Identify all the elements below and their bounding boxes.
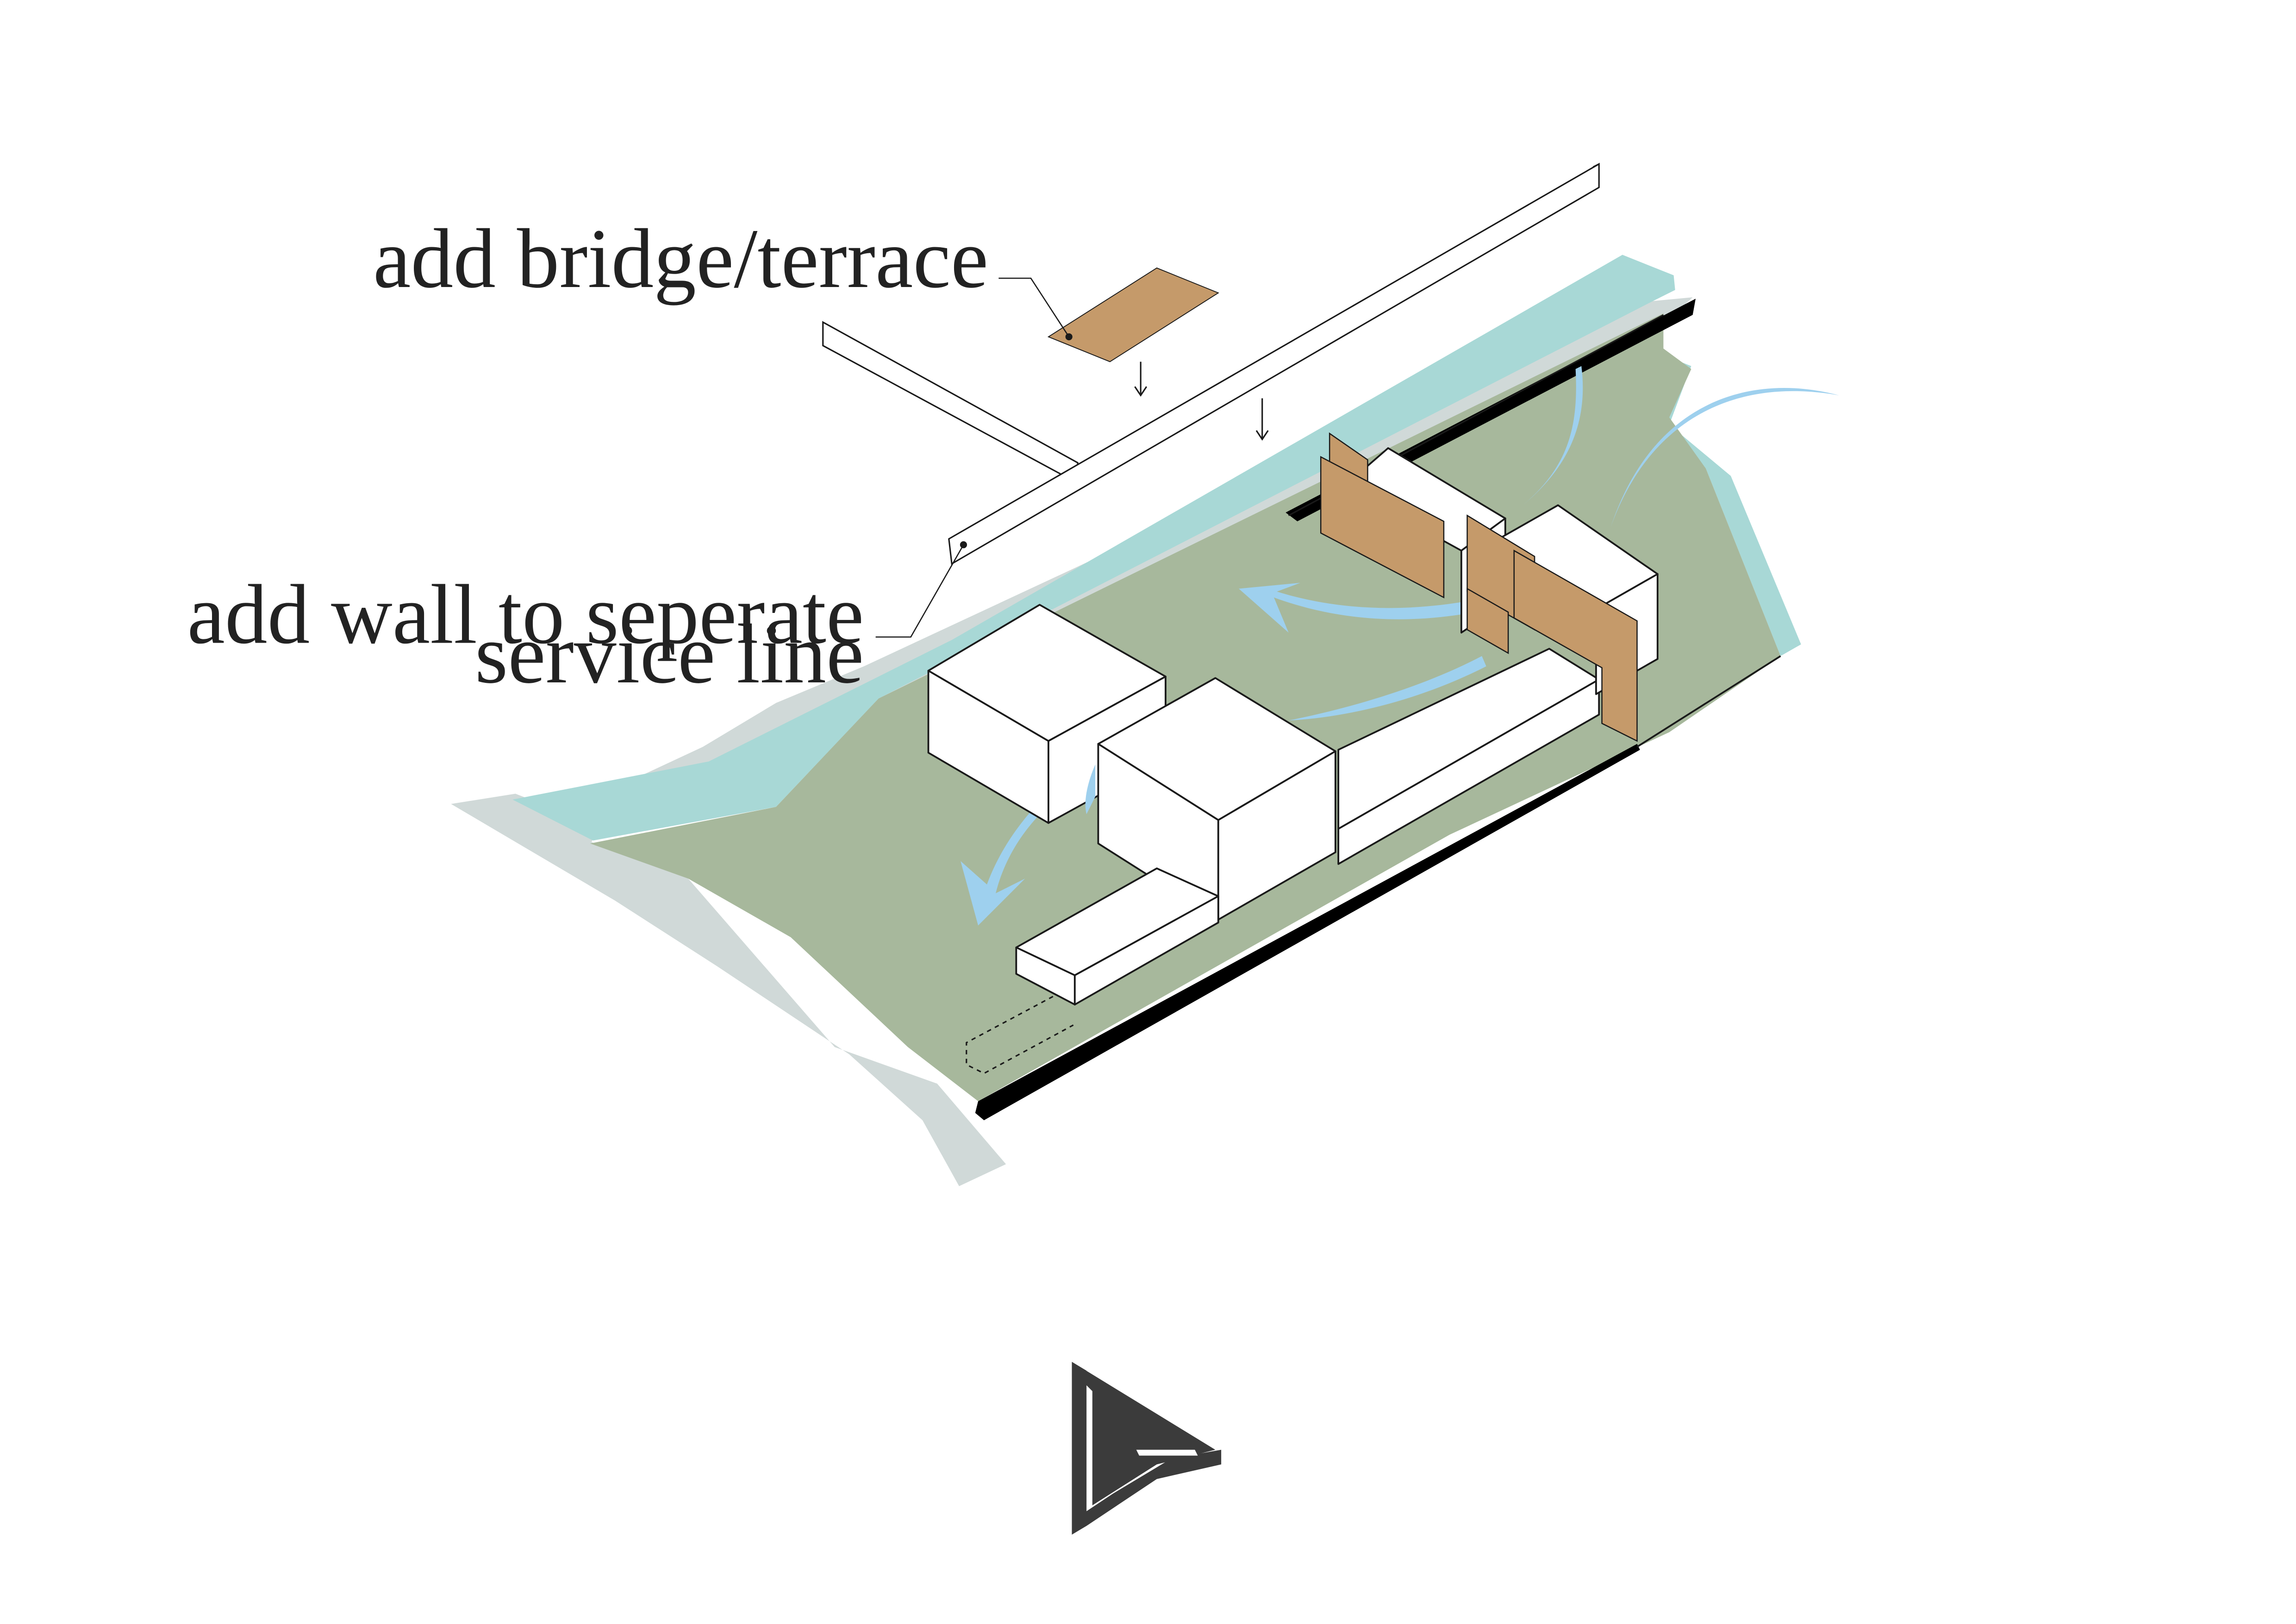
timber-wall [1513,550,1638,742]
airflow-arrow-icon [1085,764,1096,814]
water-canal [512,255,1675,841]
label-wall-line2: service line [475,607,864,701]
long-bar-volume [1337,648,1600,865]
airflow-arrow-icon [961,750,1113,926]
down-arrow-icon [1255,398,1269,441]
leader-line-bridge [998,277,1070,337]
timber-wall [1320,456,1445,599]
bridge-terrace-plate [1047,267,1219,362]
timber-wall [1466,587,1509,654]
water-canal-right [1646,351,1801,656]
exploded-service-wall [822,162,1600,565]
street-pavement [451,297,1693,1187]
label-bridge-terrace: add bridge/terrace [373,212,988,306]
down-arrow-icon [1134,362,1148,397]
logo-mark [1072,1362,1222,1535]
label-wall-line1: add wall to seperate [187,568,864,662]
down-arrows [1134,362,1269,441]
cube-right [1097,677,1336,921]
airflow-arrow-icon [1522,366,1583,506]
site-edge-right [1636,655,1781,748]
low-bar-volume [1015,867,1219,1006]
timber-walls [1320,432,1638,742]
leader-lines [875,277,1073,638]
site-edge-bottom [975,743,1640,1120]
leader-line-wall [875,544,964,638]
